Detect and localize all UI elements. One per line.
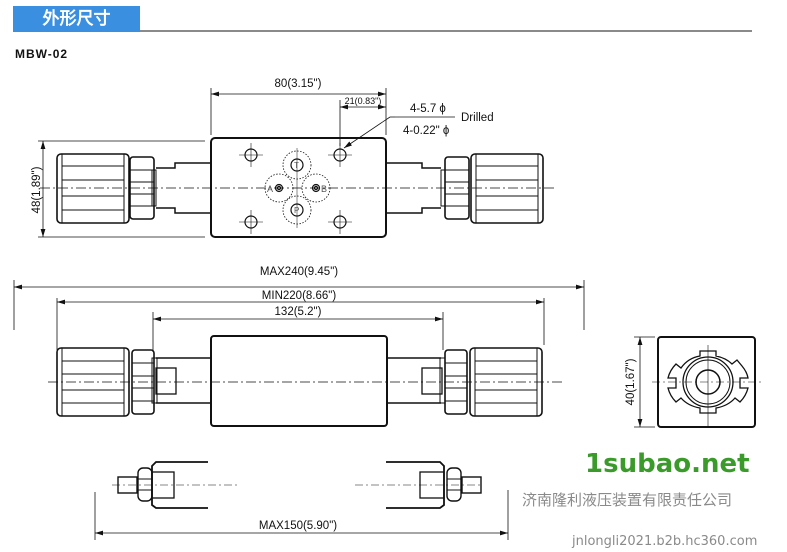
hole-imperial-label: 4-0.22" ϕ [403,125,449,137]
section-title: 外形尺寸 [42,9,111,29]
port-label-p: P [294,206,299,215]
end-height-label: 40(1.67") [625,358,637,405]
hole-metric-label: 4-5.7 ϕ [410,103,446,115]
top-view [38,88,555,238]
height-dim-label: 48(1.89") [31,166,43,213]
offset-dim-label: 21(0.83") [345,96,382,106]
port-label-a: A [267,184,273,194]
side-view [13,280,585,427]
min-length-label: MIN220(8.66") [262,290,337,302]
hole-note-label: Drilled [461,112,494,124]
header-divider [140,30,752,32]
port-b [311,183,321,193]
knob-end-profile [667,350,749,414]
valve-body [210,137,387,238]
max-length-label: MAX240(9.45") [260,266,338,278]
port-a [274,183,284,193]
stroke-view [94,461,509,540]
model-label: MBW-02 [15,47,69,61]
body-length-label: 132(5.2") [275,306,322,318]
end-view [634,336,762,428]
section-banner: 外形尺寸 [13,6,140,32]
drill-leader-line [343,116,391,149]
max-stroke-label: MAX150(5.90") [259,520,337,532]
watermark-url: jnlongli2021.b2b.hc360.com [571,534,757,549]
port-label-b: B [321,184,327,194]
watermark-company: 济南隆利液压装置有限责任公司 [522,491,732,509]
width-dim-label: 80(3.15") [275,78,322,90]
port-label-t: T [294,161,299,170]
valve-body-side [210,335,388,427]
watermark-site: 1subao.net [585,449,750,479]
